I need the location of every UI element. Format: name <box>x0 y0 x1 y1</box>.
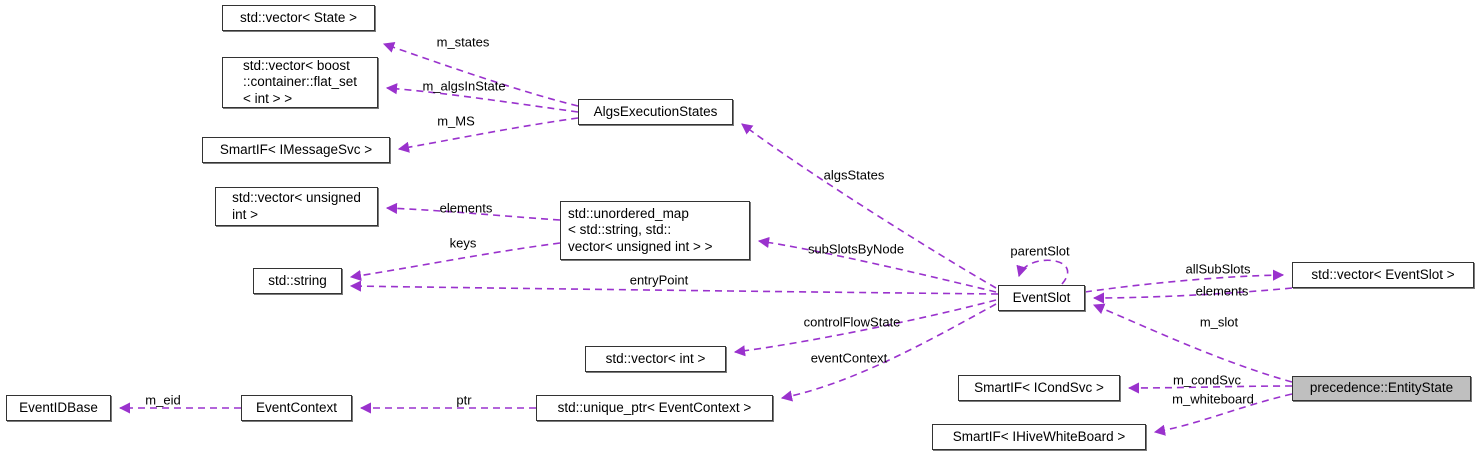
edge-e_subslotsbynode <box>757 236 997 293</box>
class-node-vec_flatset[interactable]: std::vector< boost ::container::flat_set… <box>222 57 378 108</box>
edge-label-e_m_condsvc: m_condSvc <box>1173 372 1241 388</box>
edge-label-e_m_slot: m_slot <box>1199 314 1239 330</box>
edge-e_elements_map <box>385 202 561 221</box>
class-node-std_string[interactable]: std::string <box>253 268 342 294</box>
edge-label-e_elements_slot: elements <box>1195 283 1249 299</box>
edge-e_keys <box>349 242 561 282</box>
class-node-event_context[interactable]: EventContext <box>241 395 352 421</box>
edge-label-e_keys: keys <box>449 235 477 251</box>
class-node-smartif_msg[interactable]: SmartIF< IMessageSvc > <box>202 137 390 163</box>
edge-e_parentslot <box>1016 259 1069 285</box>
edge-e_m_condsvc <box>1127 382 1293 394</box>
class-node-algs_states[interactable]: AlgsExecutionStates <box>578 99 733 125</box>
edge-label-e_allsubslots: allSubSlots <box>1185 261 1251 277</box>
edge-e_m_states <box>382 42 579 107</box>
edge-e_allsubslots <box>1084 269 1285 293</box>
class-node-unordered_map[interactable]: std::unordered_map < std::string, std:: … <box>560 201 750 260</box>
edge-e_eventcontext <box>780 303 997 402</box>
class-node-unique_ptr_ctx[interactable]: std::unique_ptr< EventContext > <box>536 395 773 421</box>
edge-label-e_controlflow: controlFlowState <box>803 314 901 330</box>
edge-e_elements_slot <box>1092 287 1293 304</box>
class-node-smartif_cond[interactable]: SmartIF< ICondSvc > <box>958 375 1120 401</box>
edge-e_entrypoint <box>349 280 999 295</box>
class-node-vec_int[interactable]: std::vector< int > <box>585 346 726 372</box>
class-node-vec_eventslot[interactable]: std::vector< EventSlot > <box>1292 262 1474 288</box>
edge-label-e_m_states: m_states <box>436 34 490 50</box>
class-node-event_id_base[interactable]: EventIDBase <box>6 395 111 421</box>
class-node-vec_state[interactable]: std::vector< State > <box>222 5 375 31</box>
class-node-vec_uint[interactable]: std::vector< unsigned int > <box>215 187 378 226</box>
edge-label-e_parentslot: parentSlot <box>1010 243 1070 259</box>
edge-e_m_ms <box>397 117 579 153</box>
edge-e_m_slot <box>1092 303 1293 383</box>
edge-e_algsstates <box>741 123 997 289</box>
class-node-smartif_hwb[interactable]: SmartIF< IHiveWhiteBoard > <box>932 424 1146 450</box>
edge-label-e_ptr: ptr <box>456 392 472 408</box>
edge-label-e_m_whiteboard: m_whiteboard <box>1172 391 1254 407</box>
edge-label-e_subslotsbynode: subSlotsByNode <box>807 241 905 257</box>
edge-label-e_m_ms: m_MS <box>437 113 475 129</box>
edge-e_m_whiteboard <box>1153 393 1293 436</box>
edge-label-e_m_algsinstate: m_algsInState <box>422 78 506 94</box>
edge-label-e_eventcontext: eventContext <box>810 350 888 366</box>
edge-label-e_m_eid: m_eid <box>145 392 181 408</box>
edge-label-e_algsstates: algsStates <box>823 167 885 183</box>
edge-e_controlflow <box>733 299 997 357</box>
edge-label-e_elements_map: elements <box>439 200 493 216</box>
class-node-entity_state[interactable]: precedence::EntityState <box>1292 376 1471 401</box>
edge-label-e_entrypoint: entryPoint <box>629 272 689 288</box>
class-node-event_slot[interactable]: EventSlot <box>998 285 1085 311</box>
edge-e_m_algsinstate <box>385 83 579 113</box>
